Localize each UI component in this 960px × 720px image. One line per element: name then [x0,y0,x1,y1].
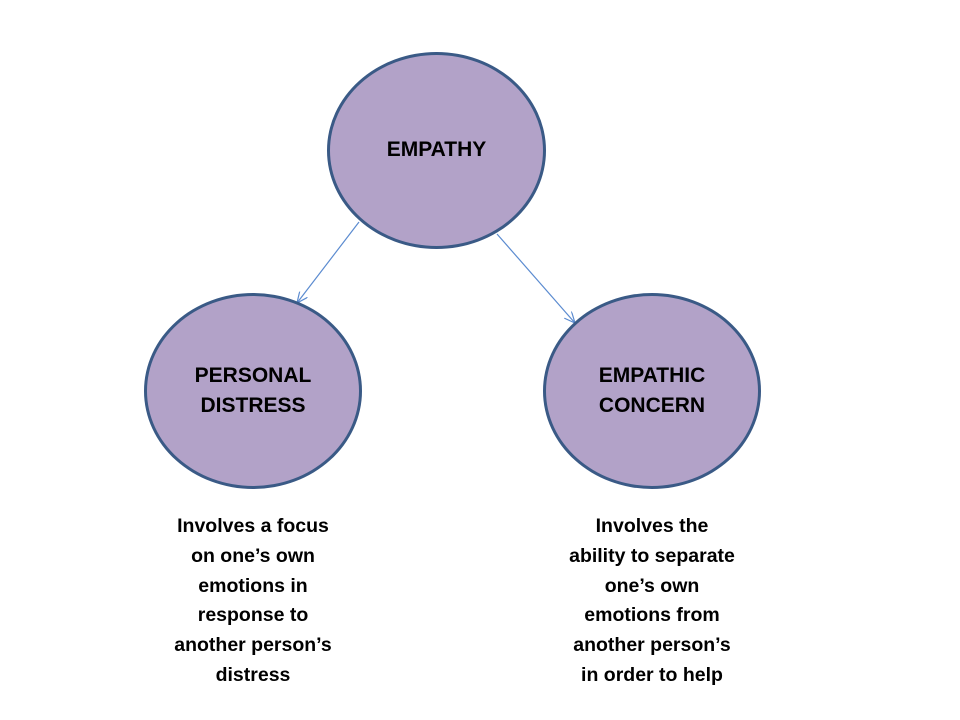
arrow-empathy-to-empathic-concern [496,233,575,323]
node-empathy: EMPATHY [327,52,546,249]
arrow-empathy-to-personal-distress [297,221,360,303]
node-empathic-concern-line: CONCERN [598,394,706,417]
description-line: another person’s [174,634,332,657]
description-line: emotions in [198,574,308,597]
description-line: another person’s [573,634,731,657]
description-line: on one’s own [191,544,315,567]
node-empathic-concern: EMPATHIC CONCERN [543,293,761,489]
node-empathy-line: EMPATHY [386,138,487,162]
personal-distress-description: Involves a focus on one’s own emotions i… [142,512,364,691]
description-line: one’s own [604,574,700,597]
description-line: distress [215,664,291,687]
description-line: in order to help [581,664,723,687]
description-line: emotions from [584,604,720,627]
node-empathy-label: EMPATHY [387,135,487,165]
node-personal-distress-line: PERSONAL [194,363,312,387]
description-line: ability to separate [569,544,735,567]
node-personal-distress-label: PERSONAL DISTRESS [195,361,312,422]
node-personal-distress-line: DISTRESS [200,394,306,417]
empathic-concern-description: Involves the ability to separate one’s o… [540,512,764,691]
node-personal-distress: PERSONAL DISTRESS [144,293,362,489]
node-empathic-concern-line: EMPATHIC [598,363,706,387]
description-line: response to [197,604,309,627]
description-line: Involves a focus [177,515,329,537]
node-empathic-concern-label: EMPATHIC CONCERN [599,361,706,422]
description-line: Involves the [595,515,709,537]
